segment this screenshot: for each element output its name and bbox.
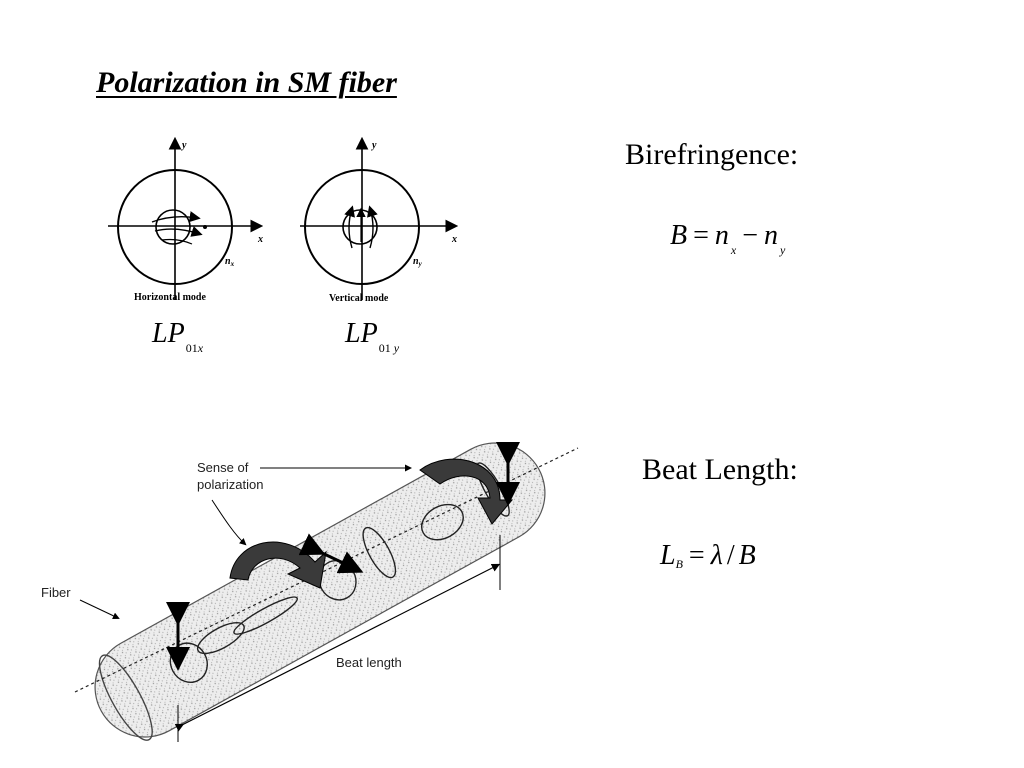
mode-diagrams: y x nx y x ny (108, 136, 459, 300)
beat-length-dimension-arrow (174, 563, 501, 732)
horizontal-index-label: nx (225, 256, 235, 268)
vertical-mode-caption: Vertical mode (329, 293, 389, 304)
vertical-y-axis-label: y (371, 140, 377, 151)
slide-title: Polarization in SM fiber (96, 66, 397, 99)
beat-length-heading: Beat Length: (642, 453, 798, 486)
horizontal-y-axis-label: y (181, 140, 187, 151)
sense-label-line1: Sense of (197, 460, 249, 475)
sense-label-leader-curve (211, 499, 247, 546)
horizontal-mode-diagram (108, 136, 264, 300)
lp01y-label: LP01 y (345, 318, 400, 355)
horizontal-mode-caption: Horizontal mode (134, 292, 206, 303)
vertical-mode-diagram (300, 136, 459, 300)
birefringence-heading: Birefringence: (625, 138, 799, 171)
fiber-label: Fiber (41, 585, 71, 600)
beat-length-equation: LB=λ/B (660, 540, 756, 571)
lp01x-label: LP01x (152, 318, 204, 355)
horizontal-x-axis-label: x (257, 234, 263, 245)
sense-label-line2: polarization (197, 477, 264, 492)
sense-of-polarization-label: Sense of polarization (197, 459, 264, 493)
fiber-figure (74, 442, 579, 742)
vertical-index-label: ny (413, 256, 423, 268)
vertical-x-axis-label: x (451, 234, 457, 245)
fiber-label-leader (79, 599, 120, 620)
beat-length-figure-label: Beat length (336, 655, 402, 670)
